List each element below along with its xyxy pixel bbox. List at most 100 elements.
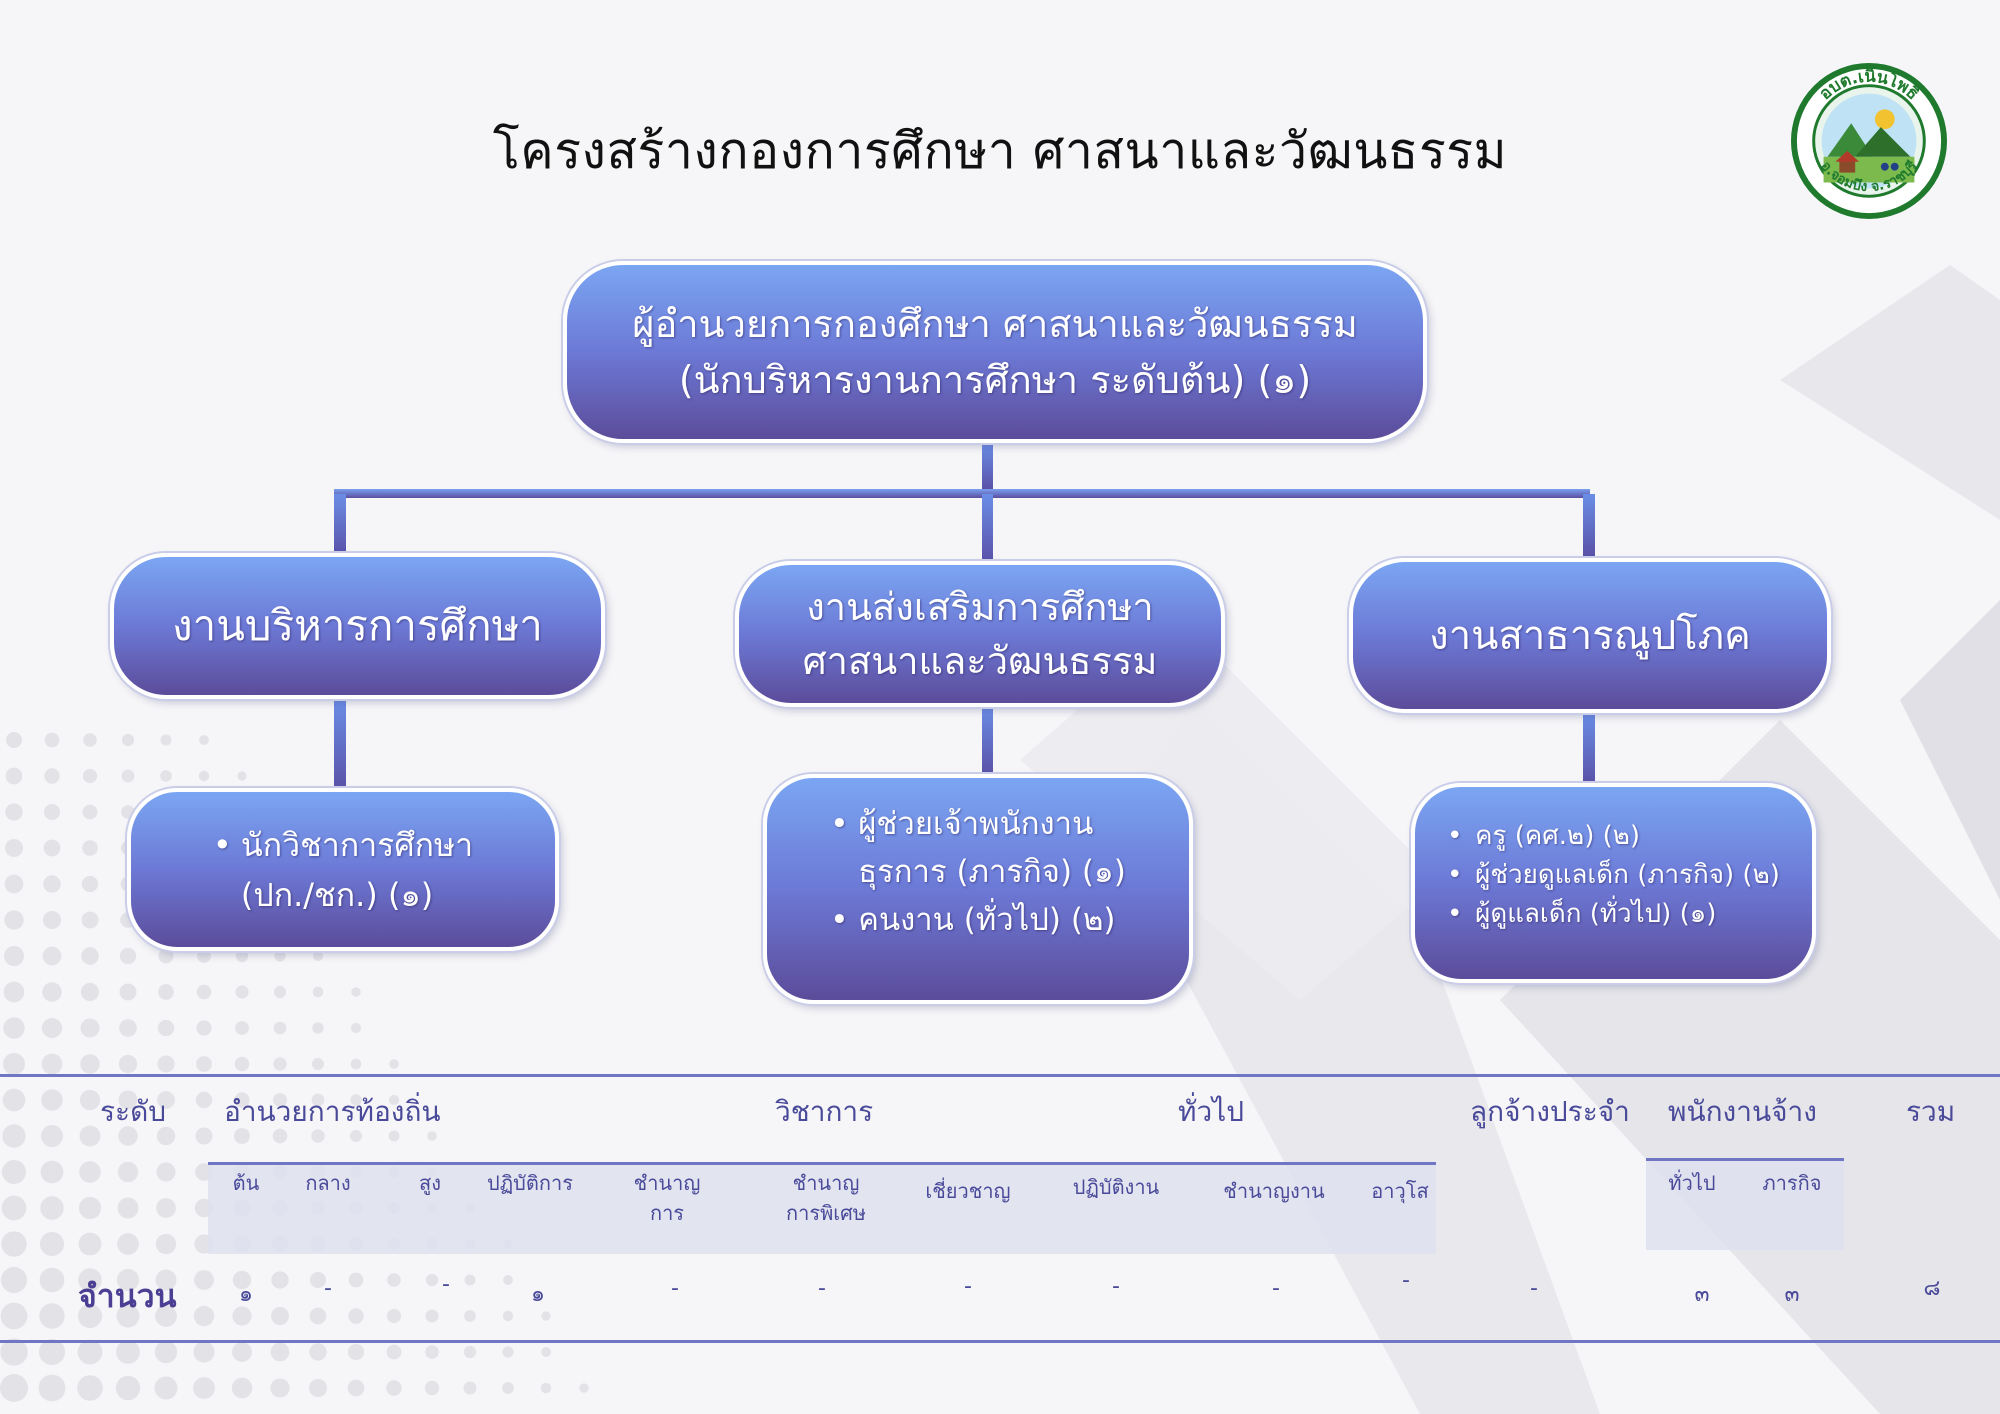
background-dot (196, 984, 212, 1000)
background-dot (427, 1131, 437, 1141)
background-dot (42, 946, 62, 966)
subheader-middle: กลาง (305, 1171, 351, 1195)
background-dot (79, 1089, 101, 1111)
background-dot (154, 1340, 178, 1364)
background-dot (193, 1341, 215, 1363)
background-dot (197, 949, 211, 963)
background-dot (4, 910, 24, 930)
background-dot (1, 1267, 27, 1293)
background-dot (118, 1126, 138, 1146)
header-level: ระดับ (100, 1095, 167, 1128)
background-dot (237, 771, 247, 781)
left-unit-connector (334, 494, 346, 554)
value-senior-staff: - (1402, 1268, 1410, 1293)
subheader-rule-contract (1646, 1158, 1844, 1161)
subheader-general-contract: ทั่วไป (1668, 1171, 1716, 1195)
value-skilled: - (1272, 1276, 1280, 1301)
background-dot (3, 981, 25, 1003)
unit-title: งานส่งเสริมการศึกษา (806, 585, 1154, 629)
director-box: ผู้อำนวยการกองศึกษา ศาสนาและวัฒนธรรม (นั… (563, 261, 1427, 443)
background-dot (77, 1303, 103, 1329)
background-dot (157, 1055, 175, 1073)
value-practitioner: ๑ (531, 1282, 545, 1307)
background-dot (1, 1195, 27, 1221)
background-dot (121, 769, 135, 783)
background-dot (311, 1129, 325, 1143)
background-dot (235, 949, 249, 963)
staff-item: ผู้ช่วยดูแลเด็ก (ภารกิจ) (๒) (1447, 856, 1780, 895)
background-dot (42, 982, 62, 1002)
unit-title: งานสาธารณูปโภค (1429, 612, 1751, 659)
background-dot (463, 1381, 477, 1395)
background-dot (349, 1129, 363, 1143)
background-dot (2, 1160, 26, 1184)
background-dot (157, 1019, 175, 1037)
background-dot (119, 983, 137, 1001)
background-dot (1, 1231, 27, 1257)
background-dot (119, 947, 137, 965)
background-dot (160, 734, 172, 746)
background-dot (39, 1303, 65, 1329)
background-dot (274, 950, 286, 962)
background-dot (196, 1020, 212, 1036)
background-dot (158, 984, 174, 1000)
organization-logo: อบต.เนินโพธิ์ อ.จอมบึง จ.ราชบุรี (1790, 62, 1948, 220)
background-dot (273, 1021, 287, 1035)
staff-item: คนงาน (ทั่วไป) (๒) (830, 896, 1126, 944)
subheader-expert: เชี่ยวชาญ (925, 1179, 1011, 1203)
background-dot (312, 1022, 324, 1034)
background-dot (155, 1269, 177, 1291)
staff-box-left: นักวิชาการศึกษา(ปก./ชก.) (๑) (127, 788, 559, 951)
background-dot (425, 1345, 439, 1359)
background-dot (194, 1270, 214, 1290)
unit-box-education-promotion: งานส่งเสริมการศึกษา ศาสนาและวัฒนธรรม (735, 561, 1225, 707)
background-dot (81, 911, 99, 929)
background-dot (425, 1273, 439, 1287)
background-dot (348, 1272, 364, 1288)
background-dot (155, 1305, 177, 1327)
background-dot (309, 1307, 327, 1325)
background-dot (272, 1128, 288, 1144)
background-dot (38, 1374, 66, 1402)
background-dot (77, 1339, 103, 1365)
background-dot (83, 733, 97, 747)
subheader-practitioner: ปฏิบัติการ (487, 1171, 573, 1195)
background-dot (311, 1093, 325, 1107)
background-dot (313, 951, 323, 961)
background-dot (502, 1346, 514, 1358)
background-dot (464, 1310, 476, 1322)
subheader-high: สูง (419, 1171, 441, 1195)
subheader-mission-contract: ภารกิจ (1762, 1171, 1822, 1195)
header-local-director: อำนวยการท้องถิ่น (224, 1095, 441, 1128)
background-dot (424, 1380, 440, 1396)
director-title: ผู้อำนวยการกองศึกษา ศาสนาและวัฒนธรรม (632, 302, 1358, 346)
table-bottom-border (0, 1340, 2000, 1343)
background-dot (44, 732, 60, 748)
background-dot (312, 986, 324, 998)
background-dot (156, 1162, 176, 1182)
background-dot (116, 1268, 140, 1292)
background-dot (5, 803, 23, 821)
header-contract-employee: พนักงานจ้าง (1668, 1095, 1817, 1128)
background-dot (196, 1056, 212, 1072)
background-dot (350, 1094, 362, 1106)
unit-title: งานบริหารการศึกษา (172, 601, 543, 650)
value-general-contract: ๓ (1694, 1282, 1710, 1307)
background-dot (5, 767, 23, 785)
value-senior-professional: - (818, 1276, 826, 1301)
background-dot (2, 1124, 26, 1148)
background-dot (80, 982, 100, 1002)
background-dot (502, 1382, 514, 1394)
background-dot (348, 1308, 364, 1324)
background-dot (40, 1124, 64, 1148)
background-dot (118, 1054, 138, 1074)
background-dot (41, 1089, 63, 1111)
background-dot (310, 1272, 326, 1288)
background-dot (193, 1377, 215, 1399)
background-dot (232, 1306, 252, 1326)
background-dot (2, 1088, 26, 1112)
background-dot (43, 803, 61, 821)
background-dot (82, 840, 98, 856)
